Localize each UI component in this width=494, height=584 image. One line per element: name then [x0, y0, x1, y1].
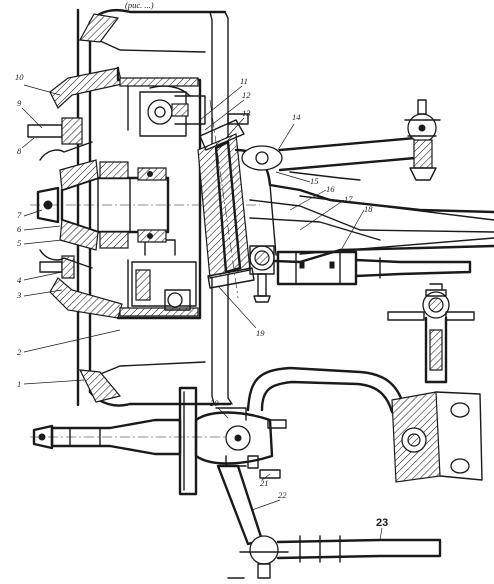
callout-23: 23: [376, 517, 388, 529]
callout-3: 3: [16, 290, 21, 300]
callout-5: 5: [17, 238, 21, 248]
callout-11: 11: [240, 76, 248, 86]
spindle-bearings: [27, 117, 260, 279]
tie-rod-assembly: [249, 245, 475, 384]
callout-6: 6: [17, 224, 22, 234]
callout-19: 19: [256, 328, 265, 338]
callout-7: 7: [17, 210, 22, 220]
steering-arm-upper: [241, 99, 441, 181]
hub-brake-drum: [49, 66, 206, 320]
callout-13: 13: [242, 108, 251, 118]
callout-4: 4: [17, 275, 22, 285]
callout-18: 18: [364, 204, 373, 214]
header-fragment: (рис. ...): [125, 0, 154, 10]
callout-2: 2: [17, 347, 22, 357]
callout-20: 20: [210, 398, 219, 408]
lower-knuckle-detail: [30, 366, 483, 579]
king-pin-knuckle: [197, 99, 494, 299]
callout-15: 15: [310, 176, 319, 186]
callout-12: 12: [242, 90, 251, 100]
callout-22: 22: [278, 490, 287, 500]
callout-9: 9: [17, 98, 22, 108]
callout-17: 17: [344, 194, 353, 204]
callout-21: 21: [260, 478, 269, 488]
callout-8: 8: [17, 146, 22, 156]
callout-10: 10: [15, 72, 24, 82]
callout-16: 16: [326, 184, 335, 194]
callout-1: 1: [17, 379, 21, 389]
callout-14: 14: [292, 112, 301, 122]
callouts: 10 9 8 7 6 5 4 3 2 1 11 12 13 14 15 16 1…: [15, 72, 388, 541]
